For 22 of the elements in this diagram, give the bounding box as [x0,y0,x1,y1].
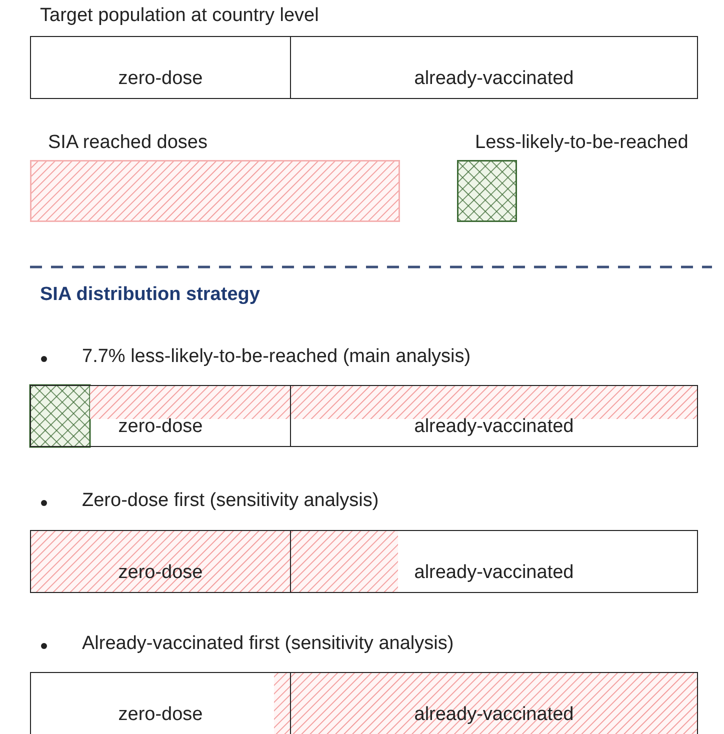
bar-segment [30,530,291,593]
segment-label: already-vaccinated [413,416,575,438]
swatch-label: Less-likely-to-be-reached [475,132,688,155]
bullet-item: 7.7% less-likely-to-be-reached (main analysis) [82,346,471,368]
segment-label: already-vaccinated [413,68,575,90]
swatch-label: SIA reached doses [48,132,208,155]
bar-segment [30,36,291,99]
segment-label: already-vaccinated [413,562,575,584]
segment-label: zero-dose [117,562,204,584]
bullet-item: Already-vaccinated first (sensitivity analysis) [82,633,454,655]
bar-segment [290,385,698,447]
bar-segment [290,530,698,593]
bar-segment [290,36,698,99]
bar-segment [30,385,291,447]
section-heading: SIA distribution strategy [40,284,260,306]
segment-label: zero-dose [117,68,204,90]
heading: Target population at country level [40,5,319,27]
bar-segment [30,672,291,734]
segment-label: already-vaccinated [413,704,575,726]
segment-label: zero-dose [117,704,204,726]
segment-label: zero-dose [117,416,204,438]
bullet-item: Zero-dose first (sensitivity analysis) [82,490,379,512]
